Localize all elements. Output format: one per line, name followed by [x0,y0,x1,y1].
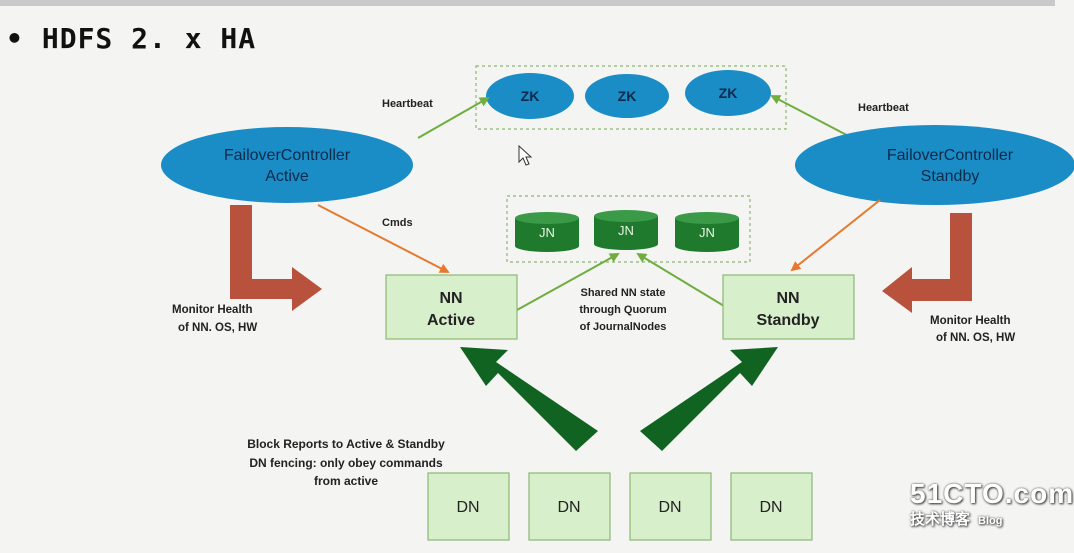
data-node: DN [730,472,813,541]
block-label-3: from active [314,474,378,488]
monitor-label-left-2: of NN. OS, HW [178,322,257,334]
failover-standby-line1: FailoverController [887,147,1014,164]
zk-node: ZK [486,73,574,119]
block-label-1: Block Reports to Active & Standby [247,437,445,451]
failover-controller-standby: FailoverController Standby [795,125,1074,205]
shared-line-active [516,253,620,311]
data-node-label: DN [759,499,782,516]
zk-node: ZK [685,70,771,116]
nn-active-line2: Active [427,312,475,329]
zk-node-label: ZK [521,88,540,104]
journal-node-label: JN [618,223,634,238]
cmds-label: Cmds [382,217,413,229]
block-label-2: DN fencing: only obey commands [249,456,443,470]
failover-active-line2: Active [265,168,309,185]
page-title: • HDFS 2. x HA [6,22,256,55]
shared-label-1: Shared NN state [581,287,666,299]
zk-node-label: ZK [719,85,738,101]
data-node-label: DN [456,499,479,516]
monitor-arrow-left [230,205,322,311]
nn-standby-line2: Standby [756,312,819,329]
nn-standby-line1: NN [776,290,799,307]
title-bullet: • [6,22,24,55]
monitor-label-right-1: Monitor Health [930,315,1011,327]
watermark-sub: 技术博客 Blog [910,508,1074,529]
zk-group-box [475,65,787,130]
heartbeat-label-left: Heartbeat [382,98,433,110]
block-report-arrow-left [460,347,598,451]
data-node: DN [427,472,510,541]
data-node-label: DN [658,499,681,516]
nn-active-box: NN Active [385,274,518,340]
data-node-label: DN [557,499,580,516]
cmds-line-active [317,204,450,273]
journal-node: JN [594,210,658,250]
shared-line-standby [636,252,725,307]
journal-node-label: JN [539,225,555,240]
top-bar [0,0,1055,6]
shared-label-2: through Quorum [579,304,667,316]
zk-node-label: ZK [618,88,637,104]
journal-node-label: JN [699,225,715,240]
cmds-line-standby [790,199,881,272]
failover-controller-active: FailoverController Active [161,127,413,203]
data-node: DN [528,472,611,541]
shared-label-3: of JournalNodes [580,321,667,333]
heartbeat-line-left [417,97,490,139]
journal-node: JN [515,212,579,252]
watermark-logo: 51CTO.com 技术博客 Blog [910,478,1074,529]
journal-node: JN [675,212,739,252]
watermark-main: 51CTO.com [910,478,1074,509]
monitor-arrow-right [882,213,972,313]
failover-active-line1: FailoverController [224,147,351,164]
watermark-blog: Blog [978,515,1003,527]
heartbeat-label-right: Heartbeat [858,102,909,114]
title-text: HDFS 2. x HA [41,22,257,55]
monitor-label-left-1: Monitor Health [172,304,253,316]
monitor-label-right-2: of NN. OS, HW [936,332,1015,344]
jn-group-box [506,195,751,263]
watermark-sub-cn: 技术博客 [910,511,971,528]
mouse-cursor-icon [518,144,533,166]
block-report-arrow-right [640,347,778,451]
nn-standby-box: NN Standby [722,274,855,340]
zk-node: ZK [585,74,669,118]
failover-standby-line2: Standby [921,168,980,185]
data-node: DN [629,472,712,541]
nn-active-line1: NN [439,290,462,307]
